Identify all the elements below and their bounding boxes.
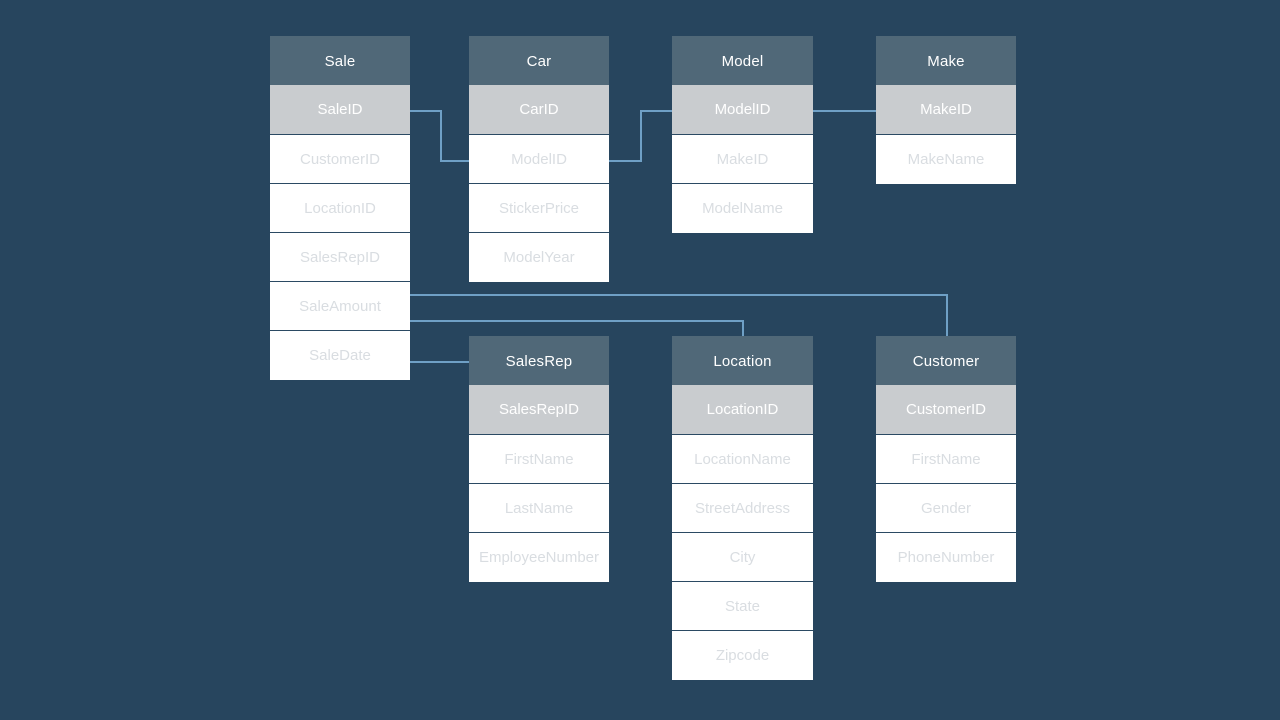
attribute-row-location-city[interactable]: City — [672, 532, 813, 582]
attribute-row-sale-salesrepid[interactable]: SalesRepID — [270, 232, 410, 282]
primary-key-row-sale-saleid[interactable]: SaleID — [270, 85, 410, 135]
attribute-row-salesrep-firstname[interactable]: FirstName — [469, 434, 609, 484]
attribute-row-model-makeid[interactable]: MakeID — [672, 134, 813, 184]
attribute-row-customer-phonenumber[interactable]: PhoneNumber — [876, 532, 1016, 582]
attribute-row-location-locationname[interactable]: LocationName — [672, 434, 813, 484]
attribute-row-sale-locationid[interactable]: LocationID — [270, 183, 410, 233]
relationship-line — [410, 110, 469, 162]
relationship-line — [410, 294, 948, 336]
attribute-row-location-zipcode[interactable]: Zipcode — [672, 630, 813, 680]
attribute-row-customer-firstname[interactable]: FirstName — [876, 434, 1016, 484]
primary-key-row-customer-customerid[interactable]: CustomerID — [876, 385, 1016, 435]
attribute-row-customer-gender[interactable]: Gender — [876, 483, 1016, 533]
attribute-row-salesrep-lastname[interactable]: LastName — [469, 483, 609, 533]
primary-key-row-location-locationid[interactable]: LocationID — [672, 385, 813, 435]
attribute-row-model-modelname[interactable]: ModelName — [672, 183, 813, 233]
entity-title-model: Model — [672, 36, 813, 86]
primary-key-row-model-modelid[interactable]: ModelID — [672, 85, 813, 135]
relationship-line — [410, 320, 744, 336]
attribute-row-salesrep-employeenumber[interactable]: EmployeeNumber — [469, 532, 609, 582]
attribute-row-sale-saleamount[interactable]: SaleAmount — [270, 281, 410, 331]
entity-title-car: Car — [469, 36, 609, 86]
entity-title-make: Make — [876, 36, 1016, 86]
primary-key-row-car-carid[interactable]: CarID — [469, 85, 609, 135]
attribute-row-sale-customerid[interactable]: CustomerID — [270, 134, 410, 184]
attribute-row-car-modelyear[interactable]: ModelYear — [469, 232, 609, 282]
attribute-row-make-makename[interactable]: MakeName — [876, 134, 1016, 184]
attribute-row-location-state[interactable]: State — [672, 581, 813, 631]
relationship-line — [609, 110, 672, 162]
entity-title-sale: Sale — [270, 36, 410, 86]
attribute-row-location-streetaddress[interactable]: StreetAddress — [672, 483, 813, 533]
attribute-row-car-modelid[interactable]: ModelID — [469, 134, 609, 184]
entity-title-salesrep: SalesRep — [469, 336, 609, 386]
primary-key-row-make-makeid[interactable]: MakeID — [876, 85, 1016, 135]
attribute-row-sale-saledate[interactable]: SaleDate — [270, 330, 410, 380]
entity-title-location: Location — [672, 336, 813, 386]
primary-key-row-salesrep-salesrepid[interactable]: SalesRepID — [469, 385, 609, 435]
attribute-row-car-stickerprice[interactable]: StickerPrice — [469, 183, 609, 233]
entity-title-customer: Customer — [876, 336, 1016, 386]
